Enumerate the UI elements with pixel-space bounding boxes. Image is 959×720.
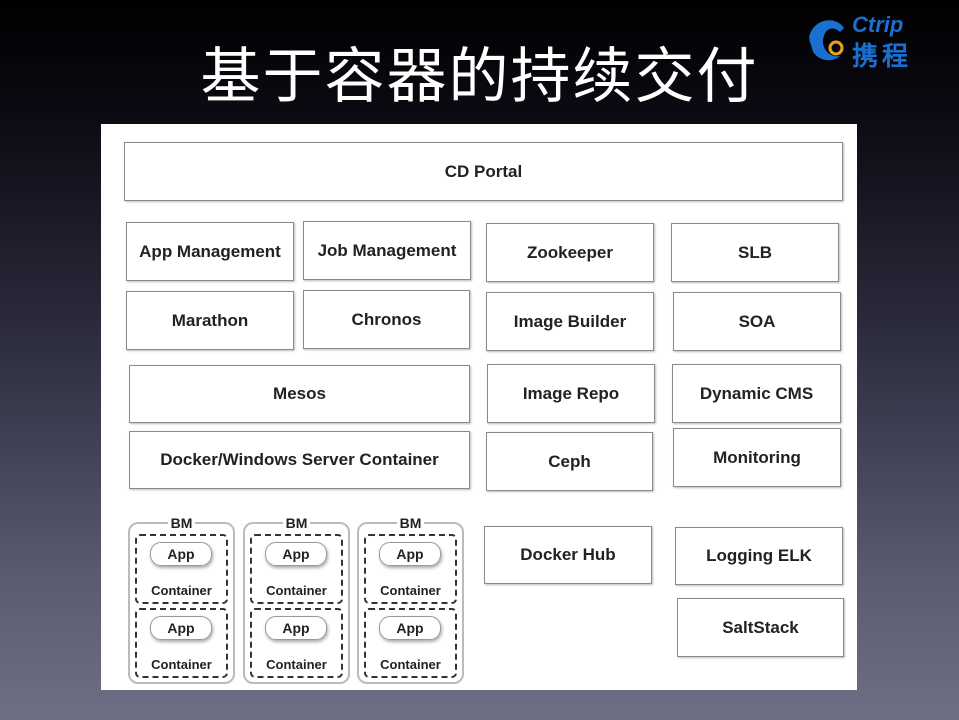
zookeeper-box: Zookeeper bbox=[486, 223, 654, 282]
logo-text-cn: 携程 bbox=[852, 42, 913, 72]
slb-box: SLB bbox=[671, 223, 839, 282]
app-pill: App bbox=[265, 542, 327, 566]
saltstack-box: SaltStack bbox=[677, 598, 844, 657]
container-label: Container bbox=[380, 583, 441, 598]
app-management-box: App Management bbox=[126, 222, 294, 281]
bm-label: BM bbox=[167, 515, 196, 531]
image-builder-box: Image Builder bbox=[486, 292, 654, 351]
app-pill: App bbox=[150, 616, 212, 640]
marathon-box: Marathon bbox=[126, 291, 294, 350]
cd-portal-box: CD Portal bbox=[124, 142, 843, 201]
chronos-box: Chronos bbox=[303, 290, 470, 349]
app-pill: App bbox=[150, 542, 212, 566]
app-pill: App bbox=[379, 616, 441, 640]
dolphin-icon bbox=[809, 20, 844, 61]
logging-elk-box: Logging ELK bbox=[675, 527, 843, 585]
bm-label: BM bbox=[396, 515, 425, 531]
logo-text-en: Ctrip bbox=[852, 12, 904, 37]
container-label: Container bbox=[151, 657, 212, 672]
docker-hub-box: Docker Hub bbox=[484, 526, 652, 584]
container-label: Container bbox=[380, 657, 441, 672]
slide-title: 基于容器的持续交付 bbox=[200, 42, 759, 112]
app-pill: App bbox=[379, 542, 441, 566]
monitoring-box: Monitoring bbox=[673, 428, 841, 487]
ceph-box: Ceph bbox=[486, 432, 653, 491]
app-pill: App bbox=[265, 616, 327, 640]
job-management-box: Job Management bbox=[303, 221, 471, 280]
container-label: Container bbox=[151, 583, 212, 598]
container-label: Container bbox=[266, 583, 327, 598]
dynamic-cms-box: Dynamic CMS bbox=[672, 364, 841, 423]
ctrip-logo: Ctrip 携程 bbox=[806, 12, 951, 72]
soa-box: SOA bbox=[673, 292, 841, 351]
bm-label: BM bbox=[282, 515, 311, 531]
image-repo-box: Image Repo bbox=[487, 364, 655, 423]
mesos-box: Mesos bbox=[129, 365, 470, 423]
docker-windows-container-box: Docker/Windows Server Container bbox=[129, 431, 470, 489]
container-label: Container bbox=[266, 657, 327, 672]
